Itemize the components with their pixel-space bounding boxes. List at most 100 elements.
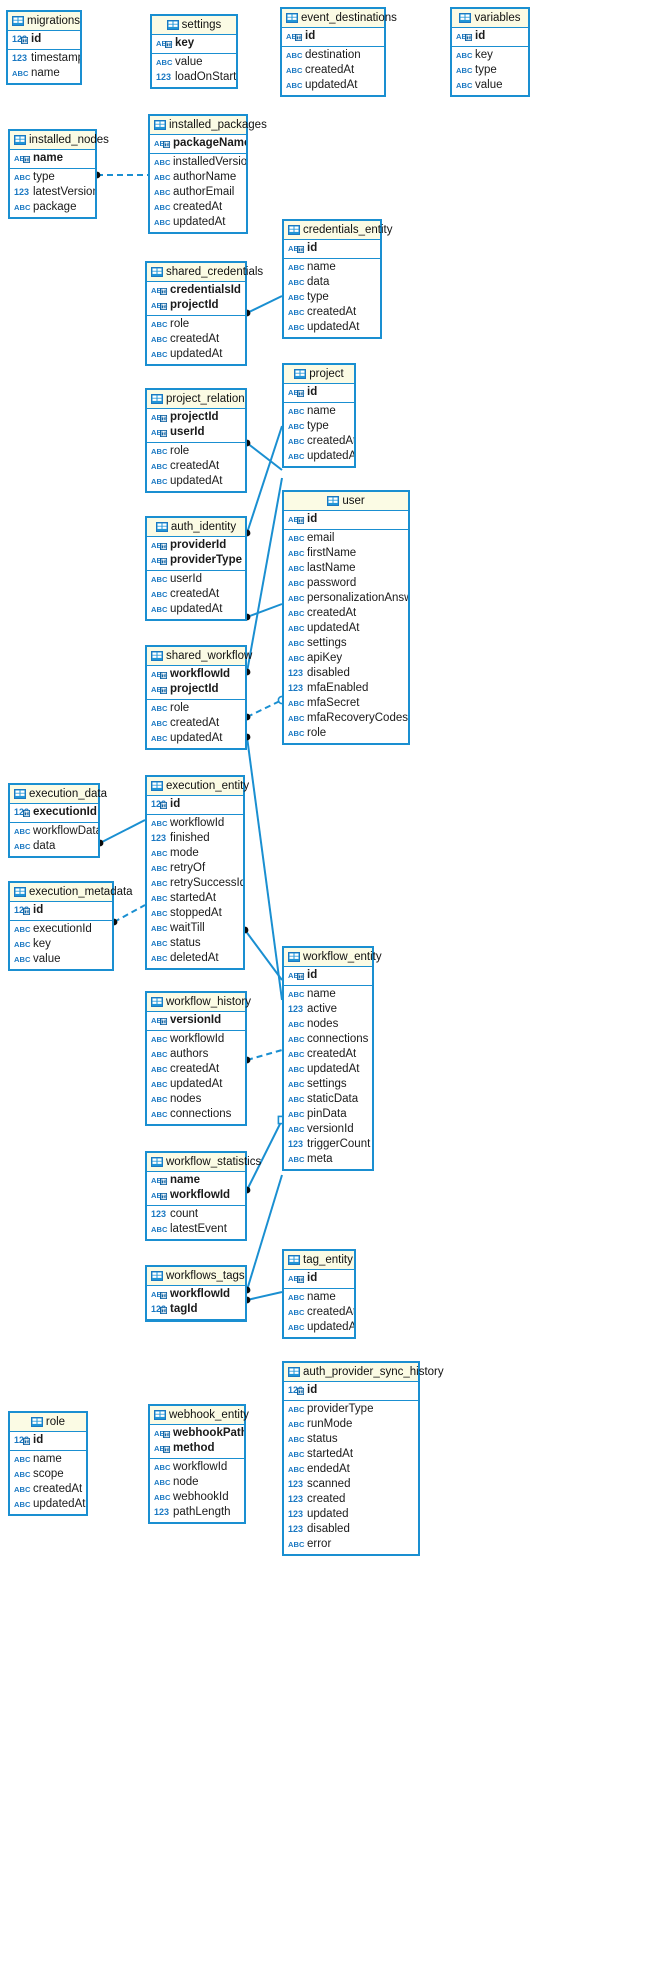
- column-loadOnStartup[interactable]: 123loadOnStartup: [152, 70, 236, 85]
- primary-key-column-workflowId[interactable]: ABC⚿workflowId: [147, 667, 245, 682]
- primary-key-column-id[interactable]: ABC⚿id: [284, 968, 372, 983]
- column-personalizationAnswers[interactable]: ABCpersonalizationAnswers: [284, 591, 408, 606]
- primary-key-column-projectId[interactable]: ABC⚿projectId: [147, 410, 245, 425]
- primary-key-column-name[interactable]: ABC⚿name: [147, 1173, 245, 1188]
- primary-key-column-userId[interactable]: ABC⚿userId: [147, 425, 245, 440]
- primary-key-column-id[interactable]: 123⚿id: [284, 1383, 418, 1398]
- primary-key-column-key[interactable]: ABC⚿key: [152, 36, 236, 51]
- primary-key-column-tagId[interactable]: 123⚿tagId: [147, 1302, 245, 1317]
- primary-key-column-name[interactable]: ABC⚿name: [10, 151, 95, 166]
- primary-key-column-versionId[interactable]: ABC⚿versionId: [147, 1013, 245, 1028]
- primary-key-column-workflowId[interactable]: ABC⚿workflowId: [147, 1188, 245, 1203]
- primary-key-column-id[interactable]: 123⚿id: [147, 797, 243, 812]
- primary-key-column-id[interactable]: ABC⚿id: [284, 385, 354, 400]
